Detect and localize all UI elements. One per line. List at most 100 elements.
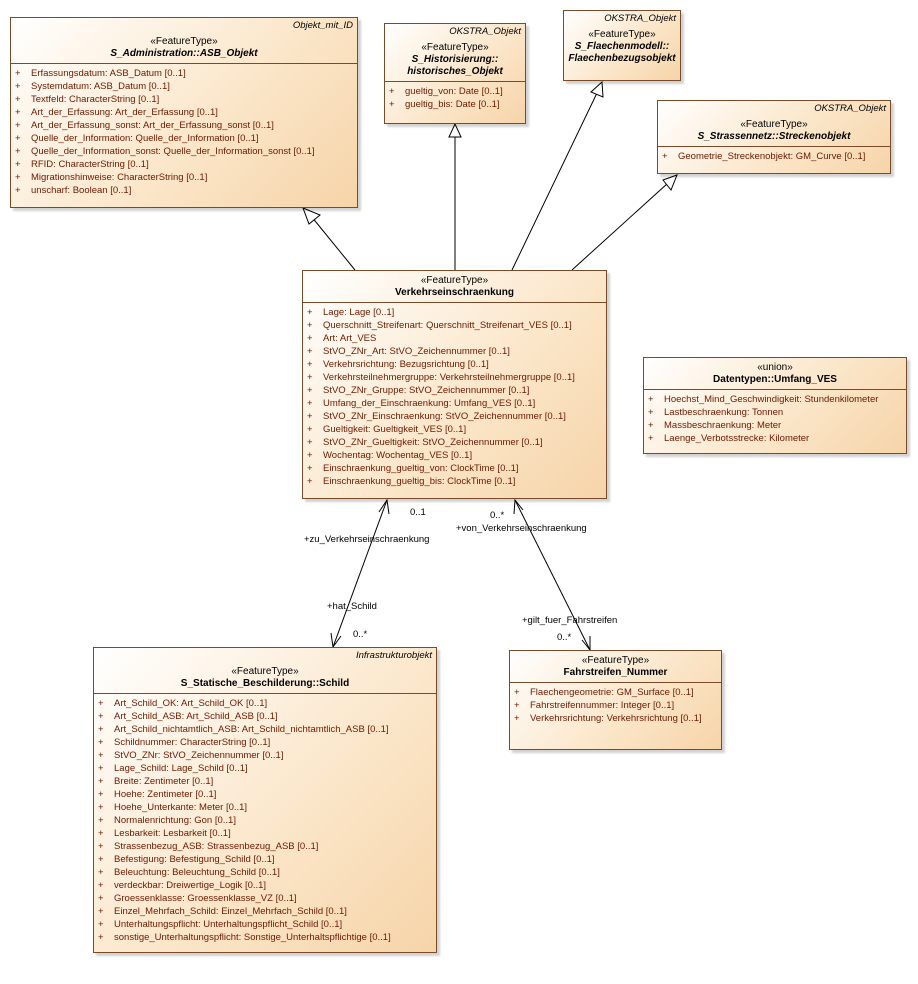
association-ves-schild <box>332 499 388 648</box>
class-name: Datentypen::Umfang_VES <box>713 374 837 385</box>
attribute: +Normalenrichtung: Gon [0..1] <box>98 815 236 826</box>
stereotype-label: «FeatureType» <box>588 29 656 40</box>
attribute: +Strassenbezug_ASB: Strassenbezug_ASB [0… <box>98 841 319 852</box>
attribute: +Unterhaltungspflicht: Unterhaltungspfli… <box>98 919 343 930</box>
attribute: +Flaechengeometrie: GM_Surface [0..1] <box>514 687 694 698</box>
attribute: +StVO_ZNr: StVO_Zeichennummer [0..1] <box>98 750 284 761</box>
attribute: +Lastbeschraenkung: Tonnen <box>648 407 784 418</box>
attribute: +Art_Schild_nichtamtlich_ASB: Art_Schild… <box>98 724 389 735</box>
class-verkehrseinschraenkung[interactable]: «FeatureType» Verkehrseinschraenkung +La… <box>302 270 607 499</box>
attribute: +Lage_Schild: Lage_Schild [0..1] <box>98 763 248 774</box>
class-flaechenbezugsobjekt[interactable]: OKSTRA_Objekt «FeatureType» S_Flaechenmo… <box>563 10 681 81</box>
stereotype-label: «FeatureType» <box>581 655 650 666</box>
attribute-list: +Flaechengeometrie: GM_Surface [0..1] +F… <box>510 682 721 729</box>
attribute: +Laenge_Verbotsstrecke: Kilometer <box>648 433 810 444</box>
attribute: +Schildnummer: CharacterString [0..1] <box>98 737 271 748</box>
stereotype-label: «FeatureType» <box>740 119 808 130</box>
attribute: +verdeckbar: Dreiwertige_Logik [0..1] <box>98 880 267 891</box>
attribute: +Breite: Zentimeter [0..1] <box>98 776 214 787</box>
class-name: S_Strassennetz::Streckenobjekt <box>697 131 851 142</box>
attribute: +StVO_ZNr_Gueltigkeit: StVO_Zeichennumme… <box>307 437 543 448</box>
role-label: +hat_Schild <box>327 601 377 612</box>
attribute: +Verkehrsteilnehmergruppe: Verkehrsteiln… <box>307 372 575 383</box>
multiplicity-label: 0..* <box>490 510 505 521</box>
attribute: +Geometrie_Streckenobjekt: GM_Curve [0..… <box>662 151 866 162</box>
generalization-arrowhead <box>448 122 462 138</box>
attribute: +Art: Art_VES <box>307 333 377 344</box>
attribute: +Umfang_der_Einschraenkung: Umfang_VES [… <box>307 398 536 409</box>
attribute: +Hoechst_Mind_Geschwindigkeit: Stundenki… <box>648 394 879 405</box>
association-ves-fahrstreifen <box>514 499 591 651</box>
attribute: +Art_der_Erfassung: Art_der_Erfassung [0… <box>15 107 218 118</box>
attribute: +RFID: CharacterString [0..1] <box>15 159 149 170</box>
attribute: +Querschnitt_Streifenart: Querschnitt_St… <box>307 320 572 331</box>
attribute: +Systemdatum: ASB_Datum [0..1] <box>15 81 170 92</box>
stereotype-label: «FeatureType» <box>150 36 218 47</box>
attribute: +Lesbarkeit: Lesbarkeit [0..1] <box>98 828 231 839</box>
attribute: +Lage: Lage [0..1] <box>307 307 395 318</box>
attribute-list: +Lage: Lage [0..1] +Querschnitt_Streifen… <box>303 302 606 492</box>
generalization-to-asb-objekt <box>310 215 356 271</box>
role-label: +gilt_fuer_Fahrstreifen <box>522 615 618 626</box>
class-umfang-ves[interactable]: «union» Datentypen::Umfang_VES +Hoechst_… <box>643 357 907 454</box>
attribute: +Quelle_der_Information: Quelle_der_Info… <box>15 133 259 144</box>
attribute: +gueltig_bis: Date [0..1] <box>389 99 500 110</box>
attribute-list: +Erfassungsdatum: ASB_Datum [0..1] +Syst… <box>11 63 357 201</box>
class-name: Flaechenbezugsobjekt <box>568 53 676 64</box>
attribute: +Art_Schild_OK: Art_Schild_OK [0..1] <box>98 698 268 709</box>
generalization-arrowhead <box>662 174 678 191</box>
stereotype-label: «FeatureType» <box>231 666 299 677</box>
multiplicity-label: 0..* <box>353 629 368 640</box>
attribute: +sonstige_Unterhaltungspflicht: Sonstige… <box>98 932 391 943</box>
parent-label: Objekt_mit_ID <box>292 20 353 31</box>
parent-label: OKSTRA_Objekt <box>814 103 886 114</box>
attribute: +StVO_ZNr_Gruppe: StVO_Zeichennummer [0.… <box>307 385 530 396</box>
attribute: +Wochentag: Wochentag_VES [0..1] <box>307 450 473 461</box>
attribute: +Einschraenkung_gueltig_bis: ClockTime [… <box>307 476 516 487</box>
attribute: +Fahrstreifennummer: Integer [0..1] <box>514 700 675 711</box>
class-name: S_Statische_Beschilderung::Schild <box>180 678 350 689</box>
parent-label: Infrastrukturobjekt <box>355 650 432 661</box>
class-name: S_Historisierung:: <box>411 54 499 65</box>
generalization-to-flaechenbezugsobjekt <box>511 92 598 271</box>
attribute: +Verkehrsrichtung: Bezugsrichtung [0..1] <box>307 359 489 370</box>
class-asb-objekt[interactable]: Objekt_mit_ID «FeatureType» S_Administra… <box>10 17 358 208</box>
generalization-to-streckenobjekt <box>571 182 669 271</box>
class-schild[interactable]: Infrastrukturobjekt «FeatureType» S_Stat… <box>93 647 437 953</box>
attribute: +Migrationshinweise: CharacterString [0.… <box>15 172 208 183</box>
attribute: +Hoehe_Unterkante: Meter [0..1] <box>98 802 248 813</box>
attribute-list: +Geometrie_Streckenobjekt: GM_Curve [0..… <box>658 146 890 167</box>
attribute: +Gueltigkeit: Gueltigkeit_VES [0..1] <box>307 424 467 435</box>
attribute: +Beleuchtung: Beleuchtung_Schild [0..1] <box>98 867 280 878</box>
class-fahrstreifen-nummer[interactable]: «FeatureType» Fahrstreifen_Nummer +Flaec… <box>509 650 722 750</box>
role-label: +von_Verkehrseinschraenkung <box>456 523 587 534</box>
attribute: +Massbeschraenkung: Meter <box>648 420 782 431</box>
association-arrow-open <box>378 498 390 515</box>
stereotype-label: «FeatureType» <box>421 42 489 53</box>
attribute: +Art_Schild_ASB: Art_Schild_ASB [0..1] <box>98 711 278 722</box>
class-name: historisches_Objekt <box>407 66 503 77</box>
attribute-list: +gueltig_von: Date [0..1] +gueltig_bis: … <box>385 81 525 115</box>
attribute: +unscharf: Boolean [0..1] <box>15 185 132 196</box>
attribute: +StVO_ZNr_Art: StVO_Zeichennummer [0..1] <box>307 346 510 357</box>
attribute: +Befestigung: Befestigung_Schild [0..1] <box>98 854 275 865</box>
parent-label: OKSTRA_Objekt <box>604 13 676 24</box>
class-name: S_Administration::ASB_Objekt <box>110 48 258 59</box>
class-name: S_Flaechenmodell:: <box>574 41 670 52</box>
attribute: +gueltig_von: Date [0..1] <box>389 86 503 97</box>
attribute-list: +Art_Schild_OK: Art_Schild_OK [0..1] +Ar… <box>94 693 436 948</box>
role-label: +zu_Verkehrseinschraenkung <box>304 534 430 545</box>
attribute: +Quelle_der_Information_sonst: Quelle_de… <box>15 146 315 157</box>
class-name: Fahrstreifen_Nummer <box>563 667 668 678</box>
attribute: +Einschraenkung_gueltig_von: ClockTime [… <box>307 463 519 474</box>
association-arrow-open <box>513 498 524 515</box>
attribute-list: +Hoechst_Mind_Geschwindigkeit: Stundenki… <box>644 389 906 449</box>
stereotype-label: «FeatureType» <box>420 275 489 286</box>
multiplicity-label: 0..1 <box>410 507 426 518</box>
class-historisches-objekt[interactable]: OKSTRA_Objekt «FeatureType» S_Historisie… <box>384 23 526 124</box>
class-streckenobjekt[interactable]: OKSTRA_Objekt «FeatureType» S_Strassenne… <box>657 100 891 174</box>
attribute: +StVO_ZNr_Einschraenkung: StVO_Zeichennu… <box>307 411 566 422</box>
parent-label: OKSTRA_Objekt <box>449 26 521 37</box>
attribute: +Textfeld: CharacterString [0..1] <box>15 94 160 105</box>
